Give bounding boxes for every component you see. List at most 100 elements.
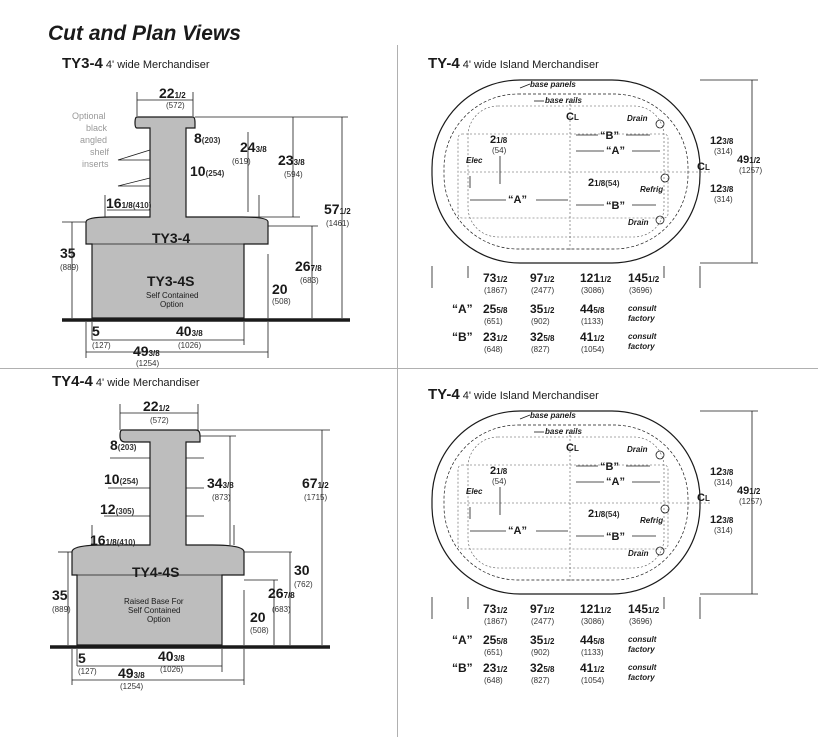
plan-b-lower: “B”: [606, 200, 625, 212]
ty3-shelf-8: 8(203): [194, 130, 221, 146]
plan2-a-upper: “A”: [606, 476, 625, 488]
plan2-drain-top: Drain: [627, 445, 648, 454]
plan-refrig: Refrig: [640, 185, 663, 194]
plan2-d12a-mm: (314): [714, 478, 733, 487]
plan-base-rails-label: base rails: [545, 96, 582, 105]
plan-bottom-title: TY-4 4' wide Island Merchandiser: [428, 386, 599, 403]
plan2-d2-mm: (54): [492, 477, 507, 486]
plan-d12a-mm: (314): [714, 147, 733, 156]
ty4-base-sub-1: Raised Base For: [124, 597, 184, 606]
vertical-divider: [397, 45, 398, 737]
table1-row0-mm-2: (1133): [581, 648, 604, 657]
ty4-h-30: 30: [294, 562, 310, 578]
ty3-top-width-mm: (572): [166, 101, 185, 110]
ty4-w-40: 403/8: [158, 648, 185, 664]
plan2-base-rails-label: base rails: [545, 427, 582, 436]
ty4-h-67: 671/2: [302, 475, 329, 491]
ty4-base-sub-2: Self Contained: [128, 606, 180, 615]
plan2-d49: 491/2: [737, 485, 761, 497]
ty3-deck-16: 161/8(410): [106, 195, 152, 211]
table1-row1-mm-1: (827): [531, 676, 550, 685]
plan2-d12b-mm: (314): [714, 526, 733, 535]
ty3-base-sub-2: Option: [160, 300, 184, 309]
ty3-h-35: 35: [60, 245, 76, 261]
ty4-base-sub-3: Option: [147, 615, 171, 624]
table0-length-0: 731/2: [483, 271, 508, 285]
table1-length-mm-0: (1867): [484, 617, 507, 626]
ty3-h-20: 20: [272, 281, 288, 297]
plan2-d49-mm: (1257): [739, 497, 762, 506]
table1-row0-note-b: factory: [628, 645, 655, 654]
table1-row1-cell-2: 411/2: [580, 661, 605, 675]
ty4-w-49: 493/8: [118, 665, 145, 681]
table1-row0-mm-1: (902): [531, 648, 550, 657]
plan-drain-bottom: Drain: [628, 218, 649, 227]
plan-drain-top: Drain: [627, 114, 648, 123]
ty3-note-4: shelf: [90, 147, 110, 157]
ty4-top-width: 221/2: [143, 398, 170, 414]
plan2-elec: Elec: [466, 487, 483, 496]
table1-row1-cell-1: 325/8: [530, 661, 555, 675]
table1-row0-cell-2: 445/8: [580, 633, 605, 647]
plan-d49-mm: (1257): [739, 166, 762, 175]
plan-d12b: 123/8: [710, 183, 734, 195]
table1-row1-mm-0: (648): [484, 676, 503, 685]
plan2-cl-right: CL: [697, 492, 710, 504]
ty3-case-body: [85, 116, 269, 319]
plan2-b-lower: “B”: [606, 531, 625, 543]
ty3-h-24-mm: (619): [232, 157, 251, 166]
ty3-h-23: 233/8: [278, 152, 305, 168]
plan-d49: 491/2: [737, 154, 761, 166]
ty4-deck-16: 161/8(410): [90, 532, 136, 548]
ty4-shelf-12: 12(305): [100, 501, 135, 517]
ty3-panel-title: TY3-4 4' wide Merchandiser: [62, 55, 210, 72]
plan-base-rails: [467, 105, 665, 238]
plan-top-title: TY-4 4' wide Island Merchandiser: [428, 55, 599, 72]
plan-refrig-marker: [660, 173, 670, 183]
plan2-d12a: 123/8: [710, 466, 734, 478]
table1-row1-note-a: consult: [628, 663, 657, 672]
ty3-h-26-mm: (683): [300, 276, 319, 285]
ty3-note-5: inserts: [82, 159, 109, 169]
plan2-refrig: Refrig: [640, 516, 663, 525]
plan2-d2b: 21/8(54): [588, 508, 620, 520]
table0-length-mm-3: (3696): [629, 286, 652, 295]
table0-row1-mm-1: (827): [531, 345, 550, 354]
table0-row1-note-a: consult: [628, 332, 657, 341]
table1-row-key-0: “A”: [452, 633, 473, 647]
page-title: Cut and Plan Views: [48, 22, 241, 45]
plan-elec: Elec: [466, 156, 483, 165]
table1-length-1: 971/2: [530, 602, 555, 616]
ty3-w-5-mm: (127): [92, 341, 111, 350]
plan-cl-right: CL: [697, 161, 710, 173]
ty4-h-35-mm: (889): [52, 605, 71, 614]
table0-row0-cell-1: 351/2: [530, 302, 555, 316]
ty3-w-40-mm: (1026): [178, 341, 201, 350]
plan-drain-top-marker: [655, 119, 665, 129]
plan2-base-panels-label: base panels: [530, 411, 576, 420]
table0-row-key-0: “A”: [452, 302, 473, 316]
table1-row0-cell-0: 255/8: [483, 633, 508, 647]
table1-row0-mm-0: (651): [484, 648, 503, 657]
table0-row1-cell-0: 231/2: [483, 330, 508, 344]
plan2-drain-bottom: Drain: [628, 549, 649, 558]
table0-length-mm-1: (2477): [531, 286, 554, 295]
table0-row1-mm-0: (648): [484, 345, 503, 354]
ty4-w-5: 5: [78, 650, 86, 666]
ty3-base-sub-1: Self Contained: [146, 291, 198, 300]
ty4-h-20-mm: (508): [250, 626, 269, 635]
table0-length-mm-0: (1867): [484, 286, 507, 295]
table0-length-1: 971/2: [530, 271, 555, 285]
ty3-h-57: 571/2: [324, 201, 351, 217]
ty4-panel-title: TY4-4 4' wide Merchandiser: [52, 373, 200, 390]
ty3-w-40: 403/8: [176, 323, 203, 339]
table0-length-2: 1211/2: [580, 271, 612, 285]
plan-d12b-mm: (314): [714, 195, 733, 204]
ty3-note-3: angled: [80, 135, 107, 145]
ty4-top-width-mm: (572): [150, 416, 169, 425]
ty4-shelf-10: 10(254): [104, 471, 139, 487]
